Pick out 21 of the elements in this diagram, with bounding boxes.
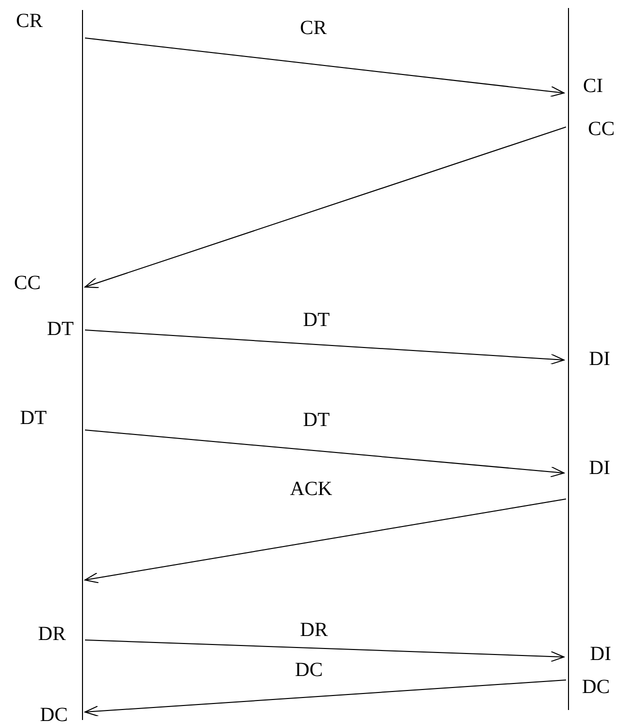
message-arrow [84, 680, 566, 717]
event-label: CC [14, 272, 41, 294]
message-arrow [84, 430, 564, 478]
event-label: DT [20, 407, 47, 429]
event-label: CI [583, 75, 603, 97]
event-label: DC [582, 676, 610, 698]
event-label: CR [16, 10, 43, 32]
event-label: DC [40, 704, 68, 726]
event-label: DI [589, 457, 610, 479]
message-arrow [84, 640, 564, 662]
message-arrow [84, 498, 566, 584]
event-label: DI [589, 348, 610, 370]
event-label: DR [38, 623, 66, 645]
event-label: DI [590, 643, 612, 665]
event-label: CC [588, 118, 615, 140]
lifeline [568, 8, 569, 710]
message-arrow [84, 38, 564, 97]
event-label: DT [47, 318, 74, 340]
message-arrow [84, 330, 564, 365]
lifeline [82, 10, 83, 720]
message-arrow [84, 126, 566, 288]
